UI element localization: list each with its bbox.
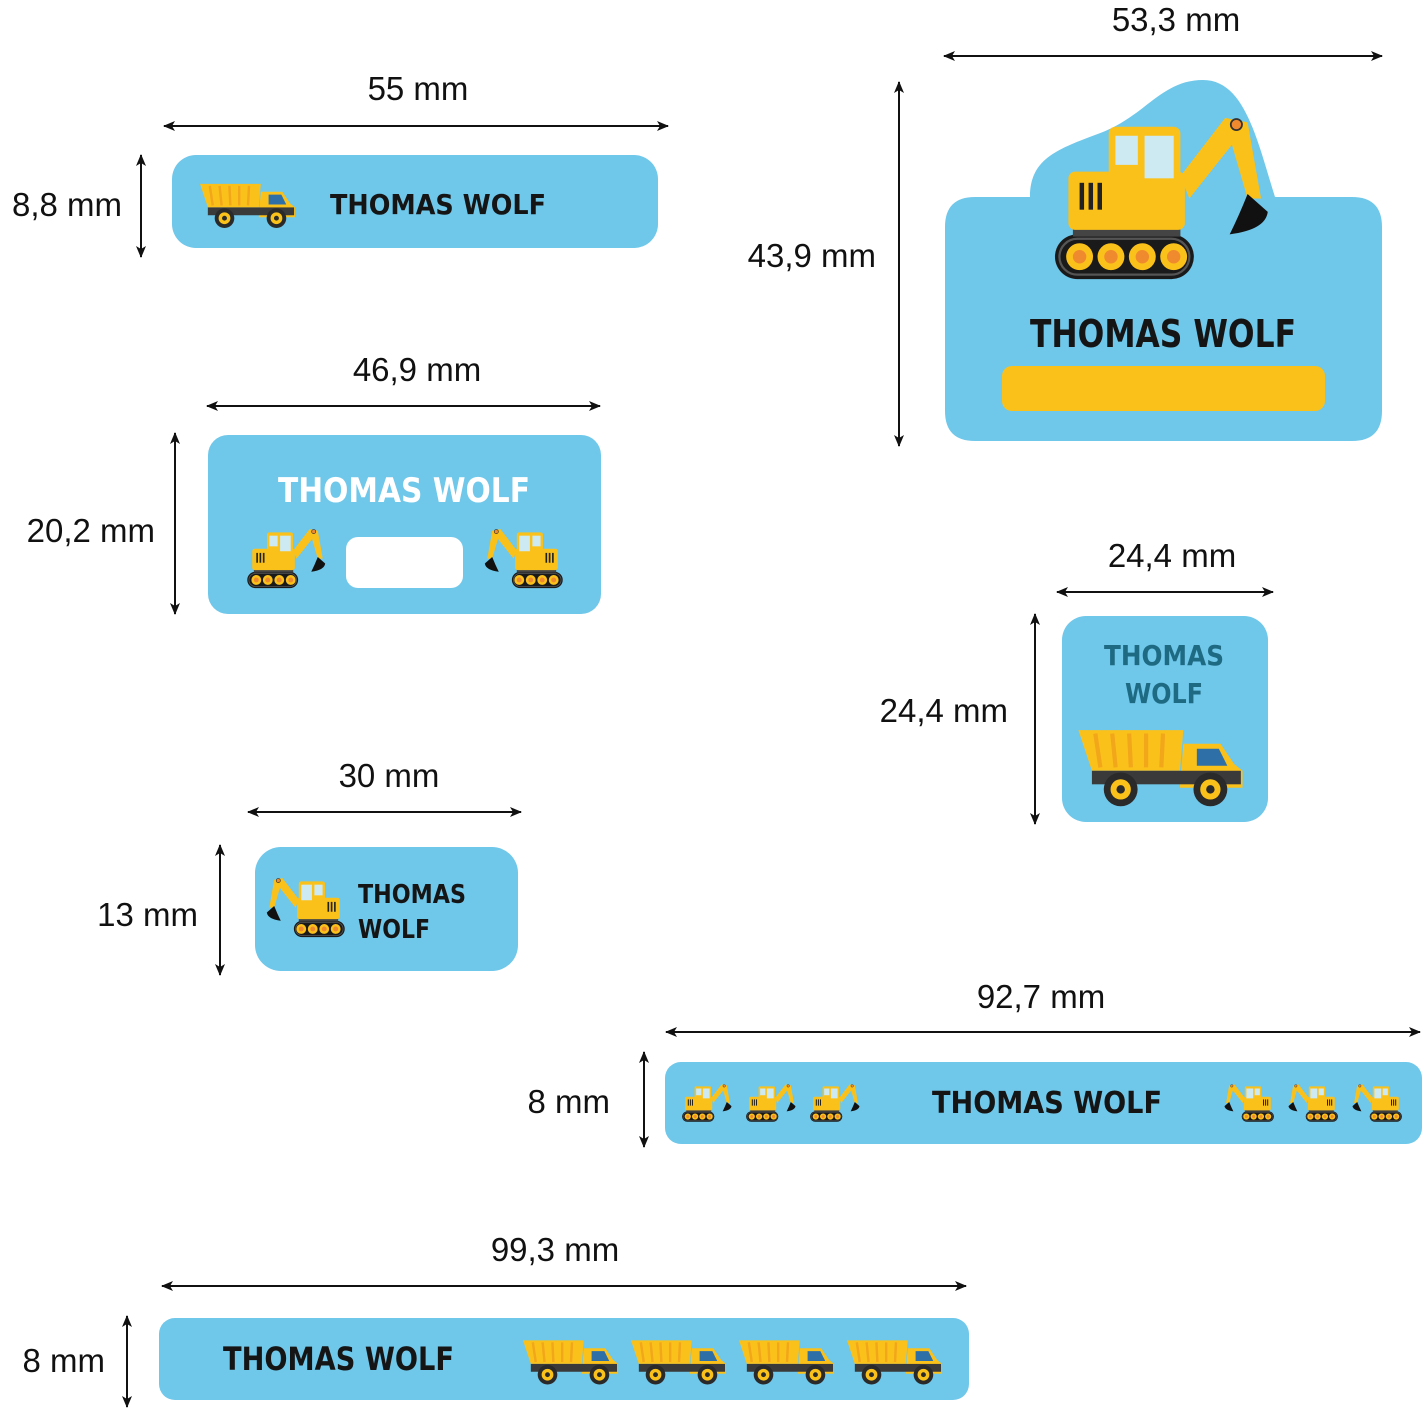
- width-dimension-text: 53,3 mm: [1112, 1, 1240, 38]
- label-46-9x20-2: 46,9 mm 20,2 mm THOMAS WOLF: [27, 351, 601, 615]
- height-dimension-text: 24,4 mm: [880, 692, 1008, 729]
- height-dimension-text: 8 mm: [528, 1083, 611, 1120]
- label-background: [665, 1062, 1422, 1144]
- height-dimension-text: 20,2 mm: [27, 512, 155, 549]
- width-dimension-text: 46,9 mm: [353, 351, 481, 388]
- height-dimension-text: 13 mm: [97, 896, 198, 933]
- height-dimension-text: 8,8 mm: [12, 186, 122, 223]
- width-dimension-text: 24,4 mm: [1108, 537, 1236, 574]
- width-dimension-text: 30 mm: [339, 757, 440, 794]
- label-92-7x8: 92,7 mm 8 mm THOMAS WOLF: [528, 978, 1422, 1148]
- label-background: [255, 847, 518, 971]
- label-53-3x43-9: 53,3 mm 43,9 mm THOMAS WOLF: [748, 1, 1383, 447]
- label-name: THOMAS WOLF: [932, 1086, 1162, 1121]
- label-24-4x24-4: 24,4 mm 24,4 mm THOMAS WOLF: [880, 537, 1274, 825]
- width-dimension-text: 55 mm: [368, 70, 469, 107]
- label-name: THOMAS WOLF: [330, 188, 546, 221]
- height-dimension-text: 8 mm: [23, 1342, 106, 1379]
- label-name-line2: WOLF: [1125, 677, 1203, 710]
- label-99-3x8: 99,3 mm 8 mm THOMAS WOLF: [23, 1231, 969, 1408]
- width-dimension-text: 92,7 mm: [977, 978, 1105, 1015]
- width-dimension-text: 99,3 mm: [491, 1231, 619, 1268]
- label-background: [208, 435, 601, 614]
- blank-field: [1002, 366, 1325, 411]
- label-name-line1: THOMAS: [1104, 639, 1224, 672]
- blank-field: [346, 537, 463, 588]
- label-30x13: 30 mm 13 mm THOMAS WOLF: [97, 757, 522, 976]
- label-55x8-8: 55 mm 8,8 mm THOMAS WOLF: [12, 70, 669, 258]
- label-name: THOMAS WOLF: [278, 471, 530, 511]
- label-name: THOMAS WOLF: [223, 1340, 454, 1378]
- label-name: THOMAS WOLF: [1030, 312, 1296, 356]
- label-background: [172, 155, 658, 248]
- label-name-line2: WOLF: [358, 915, 430, 945]
- height-dimension-text: 43,9 mm: [748, 237, 876, 274]
- label-name-line1: THOMAS: [358, 880, 466, 910]
